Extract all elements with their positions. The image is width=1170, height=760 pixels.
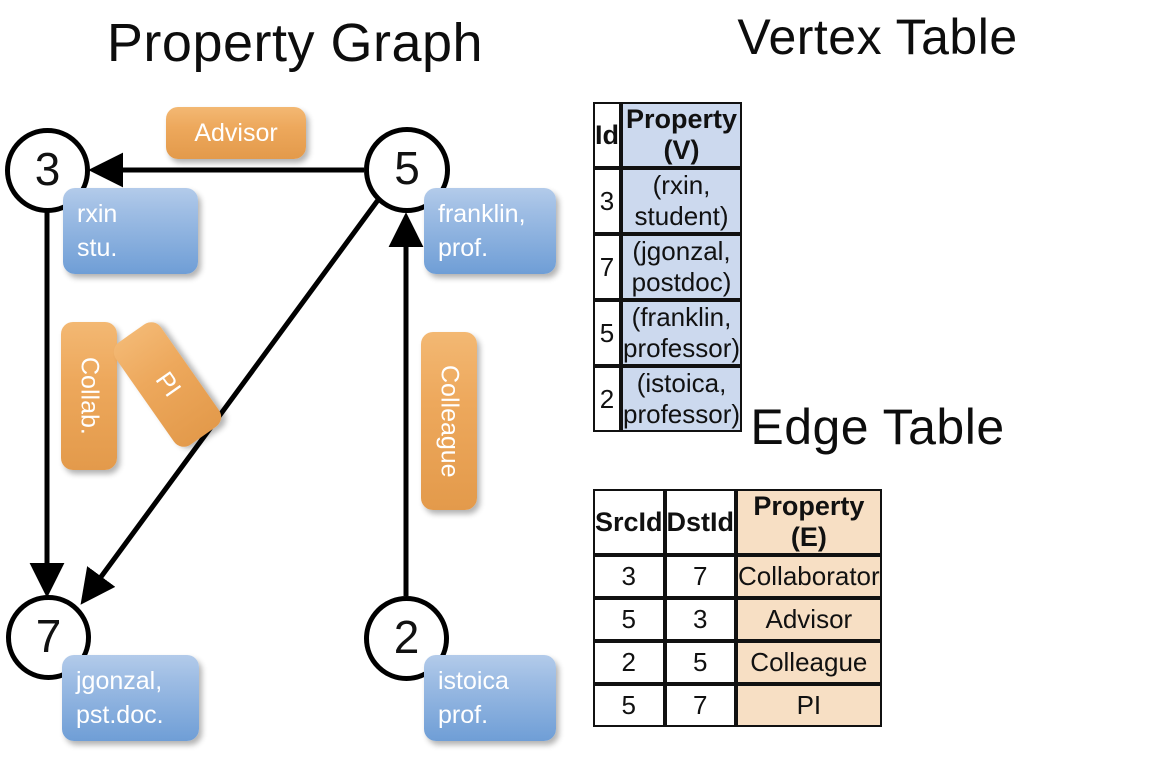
node-7-property-line2: pst.doc. xyxy=(76,701,164,729)
edge-cell-srcid: 3 xyxy=(593,555,665,598)
edge-label-collab: Collab. xyxy=(61,322,117,470)
edge-label-advisor-text: Advisor xyxy=(194,118,278,147)
edge-header-srcid: SrcId xyxy=(593,489,665,555)
table-row: 5 7 PI xyxy=(593,684,882,727)
graph-node-2[interactable]: 2 xyxy=(364,596,449,681)
graph-node-5[interactable]: 5 xyxy=(364,127,450,213)
graph-node-5-label: 5 xyxy=(394,142,420,194)
table-row: 3 (rxin, student) xyxy=(593,168,743,234)
edge-header-dstid: DstId xyxy=(664,489,737,555)
edge-header-property: Property (E) xyxy=(736,489,882,555)
vertex-cell-id: 2 xyxy=(593,366,621,432)
node-2-property-line2: prof. xyxy=(438,701,489,729)
edge-cell-property: PI xyxy=(736,684,882,727)
graph-node-7-label: 7 xyxy=(35,609,62,662)
edge-label-colleague: Colleague xyxy=(421,332,477,510)
table-row: 3 7 Collaborator xyxy=(593,555,882,598)
node-5-property-line1: franklin, xyxy=(438,200,526,228)
node-2-property-line1: istoica xyxy=(438,667,509,695)
table-header-row: Id Property (V) xyxy=(593,102,743,168)
edge-cell-dstid: 3 xyxy=(664,598,737,641)
vertex-cell-id: 7 xyxy=(593,234,621,300)
edge-cell-property: Collaborator xyxy=(736,555,882,598)
page-title-vertex-table: Vertex Table xyxy=(737,9,1018,65)
graph-node-3-label: 3 xyxy=(34,142,61,195)
node-3-property-line2: stu. xyxy=(77,234,118,262)
vertex-table: Id Property (V) 3 (rxin, student) 7 (jgo… xyxy=(593,102,743,432)
table-row: 2 (istoica, professor) xyxy=(593,366,743,432)
graph-edges-svg xyxy=(29,152,424,605)
edge-cell-dstid: 7 xyxy=(664,555,737,598)
table-header-row: SrcId DstId Property (E) xyxy=(593,489,882,555)
edge-5-to-7 xyxy=(80,198,381,605)
edge-cell-dstid: 7 xyxy=(664,684,737,727)
edge-table: SrcId DstId Property (E) 3 7 Collaborato… xyxy=(593,489,882,727)
edge-label-colleague-text: Colleague xyxy=(435,364,464,478)
node-3-property-line1: rxin xyxy=(77,200,118,228)
node-2-property-box: istoica prof. xyxy=(424,655,556,741)
edge-cell-srcid: 5 xyxy=(593,598,665,641)
node-5-property-box: franklin, prof. xyxy=(424,188,556,274)
node-7-property-box: jgonzal, pst.doc. xyxy=(62,655,199,741)
page-title-edge-table: Edge Table xyxy=(750,399,1005,455)
table-row: 5 3 Advisor xyxy=(593,598,882,641)
edge-cell-srcid: 5 xyxy=(593,684,665,727)
table-row: 2 5 Colleague xyxy=(593,641,882,684)
edge-cell-property: Advisor xyxy=(736,598,882,641)
page-title-property-graph: Property Graph xyxy=(106,13,484,73)
vertex-cell-property: (jgonzal, postdoc) xyxy=(621,234,743,300)
edge-label-pi-text: PI xyxy=(149,366,187,402)
vertex-cell-id: 3 xyxy=(593,168,621,234)
vertex-cell-property: (istoica, professor) xyxy=(621,366,743,432)
edge-cell-dstid: 5 xyxy=(664,641,737,684)
node-3-property-box: rxin stu. xyxy=(63,188,198,274)
node-5-property-line2: prof. xyxy=(438,234,489,262)
node-7-property-line1: jgonzal, xyxy=(76,667,163,695)
graph-node-2-label: 2 xyxy=(393,610,420,663)
vertex-header-id: Id xyxy=(593,102,621,168)
vertex-cell-property: (rxin, student) xyxy=(621,168,743,234)
table-row: 7 (jgonzal, postdoc) xyxy=(593,234,743,300)
edge-label-advisor: Advisor xyxy=(166,107,306,159)
vertex-cell-id: 5 xyxy=(593,300,621,366)
edge-cell-property: Colleague xyxy=(736,641,882,684)
vertex-header-property: Property (V) xyxy=(621,102,743,168)
table-row: 5 (franklin, professor) xyxy=(593,300,743,366)
edge-label-collab-text: Collab. xyxy=(75,357,104,435)
edge-cell-srcid: 2 xyxy=(593,641,665,684)
vertex-cell-property: (franklin, professor) xyxy=(621,300,743,366)
